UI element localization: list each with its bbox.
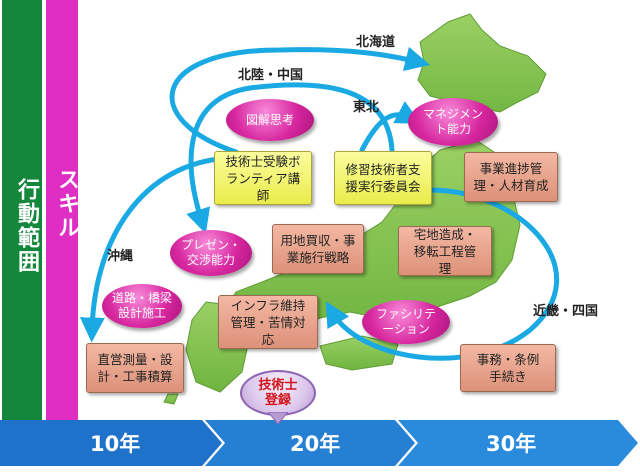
region-hokuriku-chugoku: 北陸・中国	[238, 68, 304, 83]
task-chokuei: 直営測量・設計・工事積算	[86, 343, 184, 393]
arrow-to-hokkaido	[169, 46, 431, 155]
skill-facili: ファシリテーション	[362, 300, 450, 344]
arrow-to-tohoku	[359, 101, 422, 153]
task-jimu: 事務・条例手続き	[460, 344, 556, 392]
task-shushu: 修習技術者支援実行委員会	[334, 151, 432, 205]
task-jigyo: 事業進捗管理・人材育成	[464, 152, 558, 202]
movement-arrows	[79, 46, 560, 361]
skill-bar	[46, 0, 78, 420]
skill-management: マネジメント能力	[408, 98, 498, 146]
arrow-to-okinawa	[79, 155, 239, 343]
year-10: 10年	[90, 432, 141, 456]
year-30: 30年	[486, 432, 537, 456]
task-takuchi: 宅地造成・移転工程管理	[398, 226, 492, 276]
timeline-segment-2	[205, 420, 415, 466]
hokkaido-shape	[417, 13, 547, 125]
region-kinki-shikoku: 近畿・四国	[533, 304, 599, 319]
arrow-to-kinki	[325, 187, 560, 361]
skill-presen: プレゼン・交渉能力	[170, 230, 252, 276]
timeline-segment-1	[0, 420, 222, 466]
year-20: 20年	[290, 432, 341, 456]
okinawa-shape	[163, 393, 179, 405]
task-yochi: 用地買収・事業施行戦略	[272, 224, 364, 274]
skill-doro: 道路・橋梁設計施工	[102, 284, 182, 328]
skill-zukai: 図解思考	[226, 99, 314, 141]
task-volunteer: 技術士受験ボランティア講師	[214, 151, 312, 205]
region-okinawa: 沖縄	[107, 249, 134, 264]
timeline-segment-3	[398, 420, 638, 466]
range-bar	[2, 0, 42, 420]
region-hokkaido: 北海道	[356, 35, 396, 50]
task-infra: インフラ維持管理・苦情対応	[218, 295, 318, 349]
milestone-badge: 技術士登録	[240, 370, 316, 416]
range-label: 行動範囲	[14, 178, 39, 274]
milestone-pointer	[268, 412, 288, 425]
skill-label: スキル	[54, 168, 79, 240]
shikoku-shape	[319, 335, 399, 371]
timeline-band	[0, 420, 638, 466]
region-tohoku: 東北	[353, 100, 380, 115]
